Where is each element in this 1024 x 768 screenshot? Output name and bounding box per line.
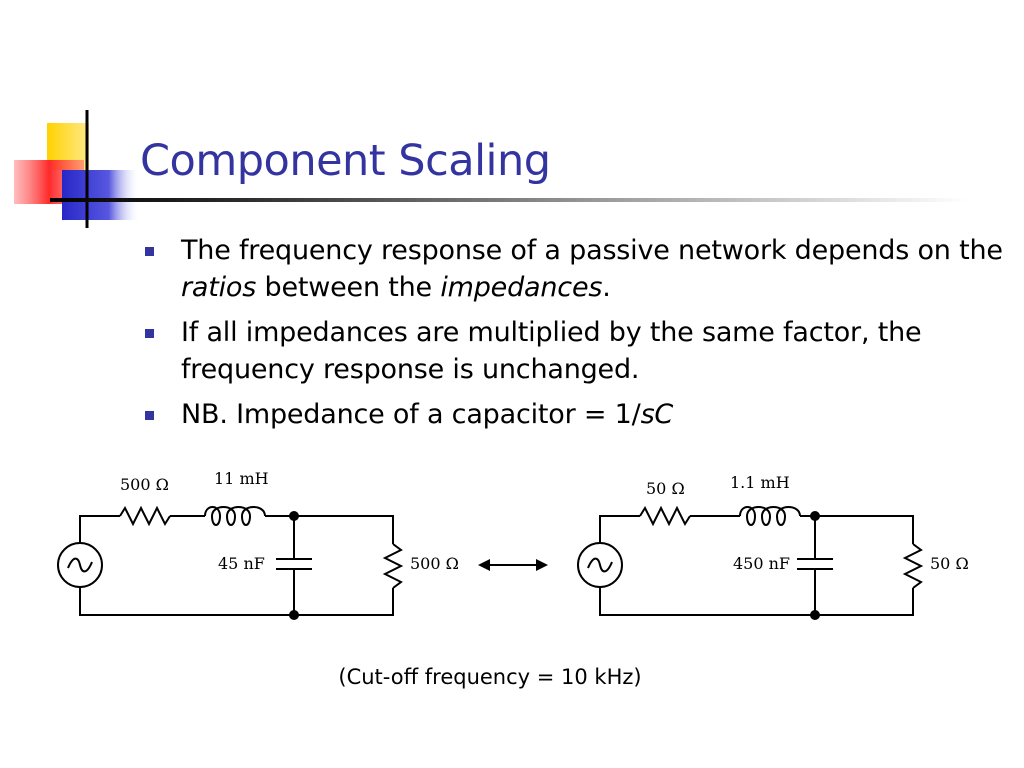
bullet-list: The frequency response of a passive netw… xyxy=(145,232,1005,441)
bullet-text-segment: between the xyxy=(256,272,441,303)
right-load-resistor-icon xyxy=(902,543,924,589)
slide-title: Component Scaling xyxy=(140,136,551,186)
deco-blue-square xyxy=(62,170,140,220)
left-junction-dot xyxy=(289,511,299,521)
bullet-text-segment: If all impedances are multiplied by the … xyxy=(181,317,922,385)
right-series-resistor-icon xyxy=(639,505,691,527)
left-inductor-icon xyxy=(204,506,266,526)
cutoff-caption: (Cut-off frequency = 10 kHz) xyxy=(338,665,642,689)
left-circuit xyxy=(57,505,404,616)
bullet-item: The frequency response of a passive netw… xyxy=(145,232,1005,306)
title-decoration xyxy=(14,110,140,228)
bullet-text-segment: sC xyxy=(640,399,674,430)
right-inductor-icon xyxy=(739,506,801,526)
arrow-head-right xyxy=(536,559,548,571)
right-load-resistor-label: 50 Ω xyxy=(930,554,969,573)
right-series-resistor-label: 50 Ω xyxy=(646,479,685,498)
right-capacitor-label: 450 nF xyxy=(733,554,790,573)
left-junction-dot xyxy=(289,610,299,620)
bullet-text-segment: . xyxy=(602,272,611,303)
bullet-text-segment: ratios xyxy=(181,272,257,303)
left-series-resistor-icon xyxy=(119,505,171,527)
left-series-resistor-label: 500 Ω xyxy=(120,475,169,494)
right-circuit xyxy=(577,505,924,616)
bullet-item: If all impedances are multiplied by the … xyxy=(145,314,1005,388)
bullet-marker-icon xyxy=(145,247,154,256)
circuit-diagram: 500 Ω 11 mH 45 nF 500 Ω 50 Ω 1.1 mH 450 … xyxy=(57,469,969,620)
bullet-marker-icon xyxy=(145,411,154,420)
left-capacitor-label: 45 nF xyxy=(218,554,265,573)
left-inductor-label: 11 mH xyxy=(214,469,269,488)
right-ac-source-wave xyxy=(587,557,613,573)
bullet-marker-icon xyxy=(145,329,154,338)
right-inductor-label: 1.1 mH xyxy=(730,473,790,492)
right-junction-dot xyxy=(810,610,820,620)
left-load-resistor-label: 500 Ω xyxy=(410,554,459,573)
bullet-text-segment: NB. Impedance of a capacitor = 1/ xyxy=(181,399,641,430)
right-junction-dot xyxy=(810,511,820,521)
bullet-text-segment: The frequency response of a passive netw… xyxy=(181,235,1003,266)
bullet-text-segment: impedances xyxy=(440,272,603,303)
left-load-resistor-icon xyxy=(382,543,404,589)
arrow-head-left xyxy=(478,559,490,571)
left-ac-source-wave xyxy=(67,557,93,573)
title-underline xyxy=(50,198,970,202)
bullet-item: NB. Impedance of a capacitor = 1/sC xyxy=(145,396,1005,433)
